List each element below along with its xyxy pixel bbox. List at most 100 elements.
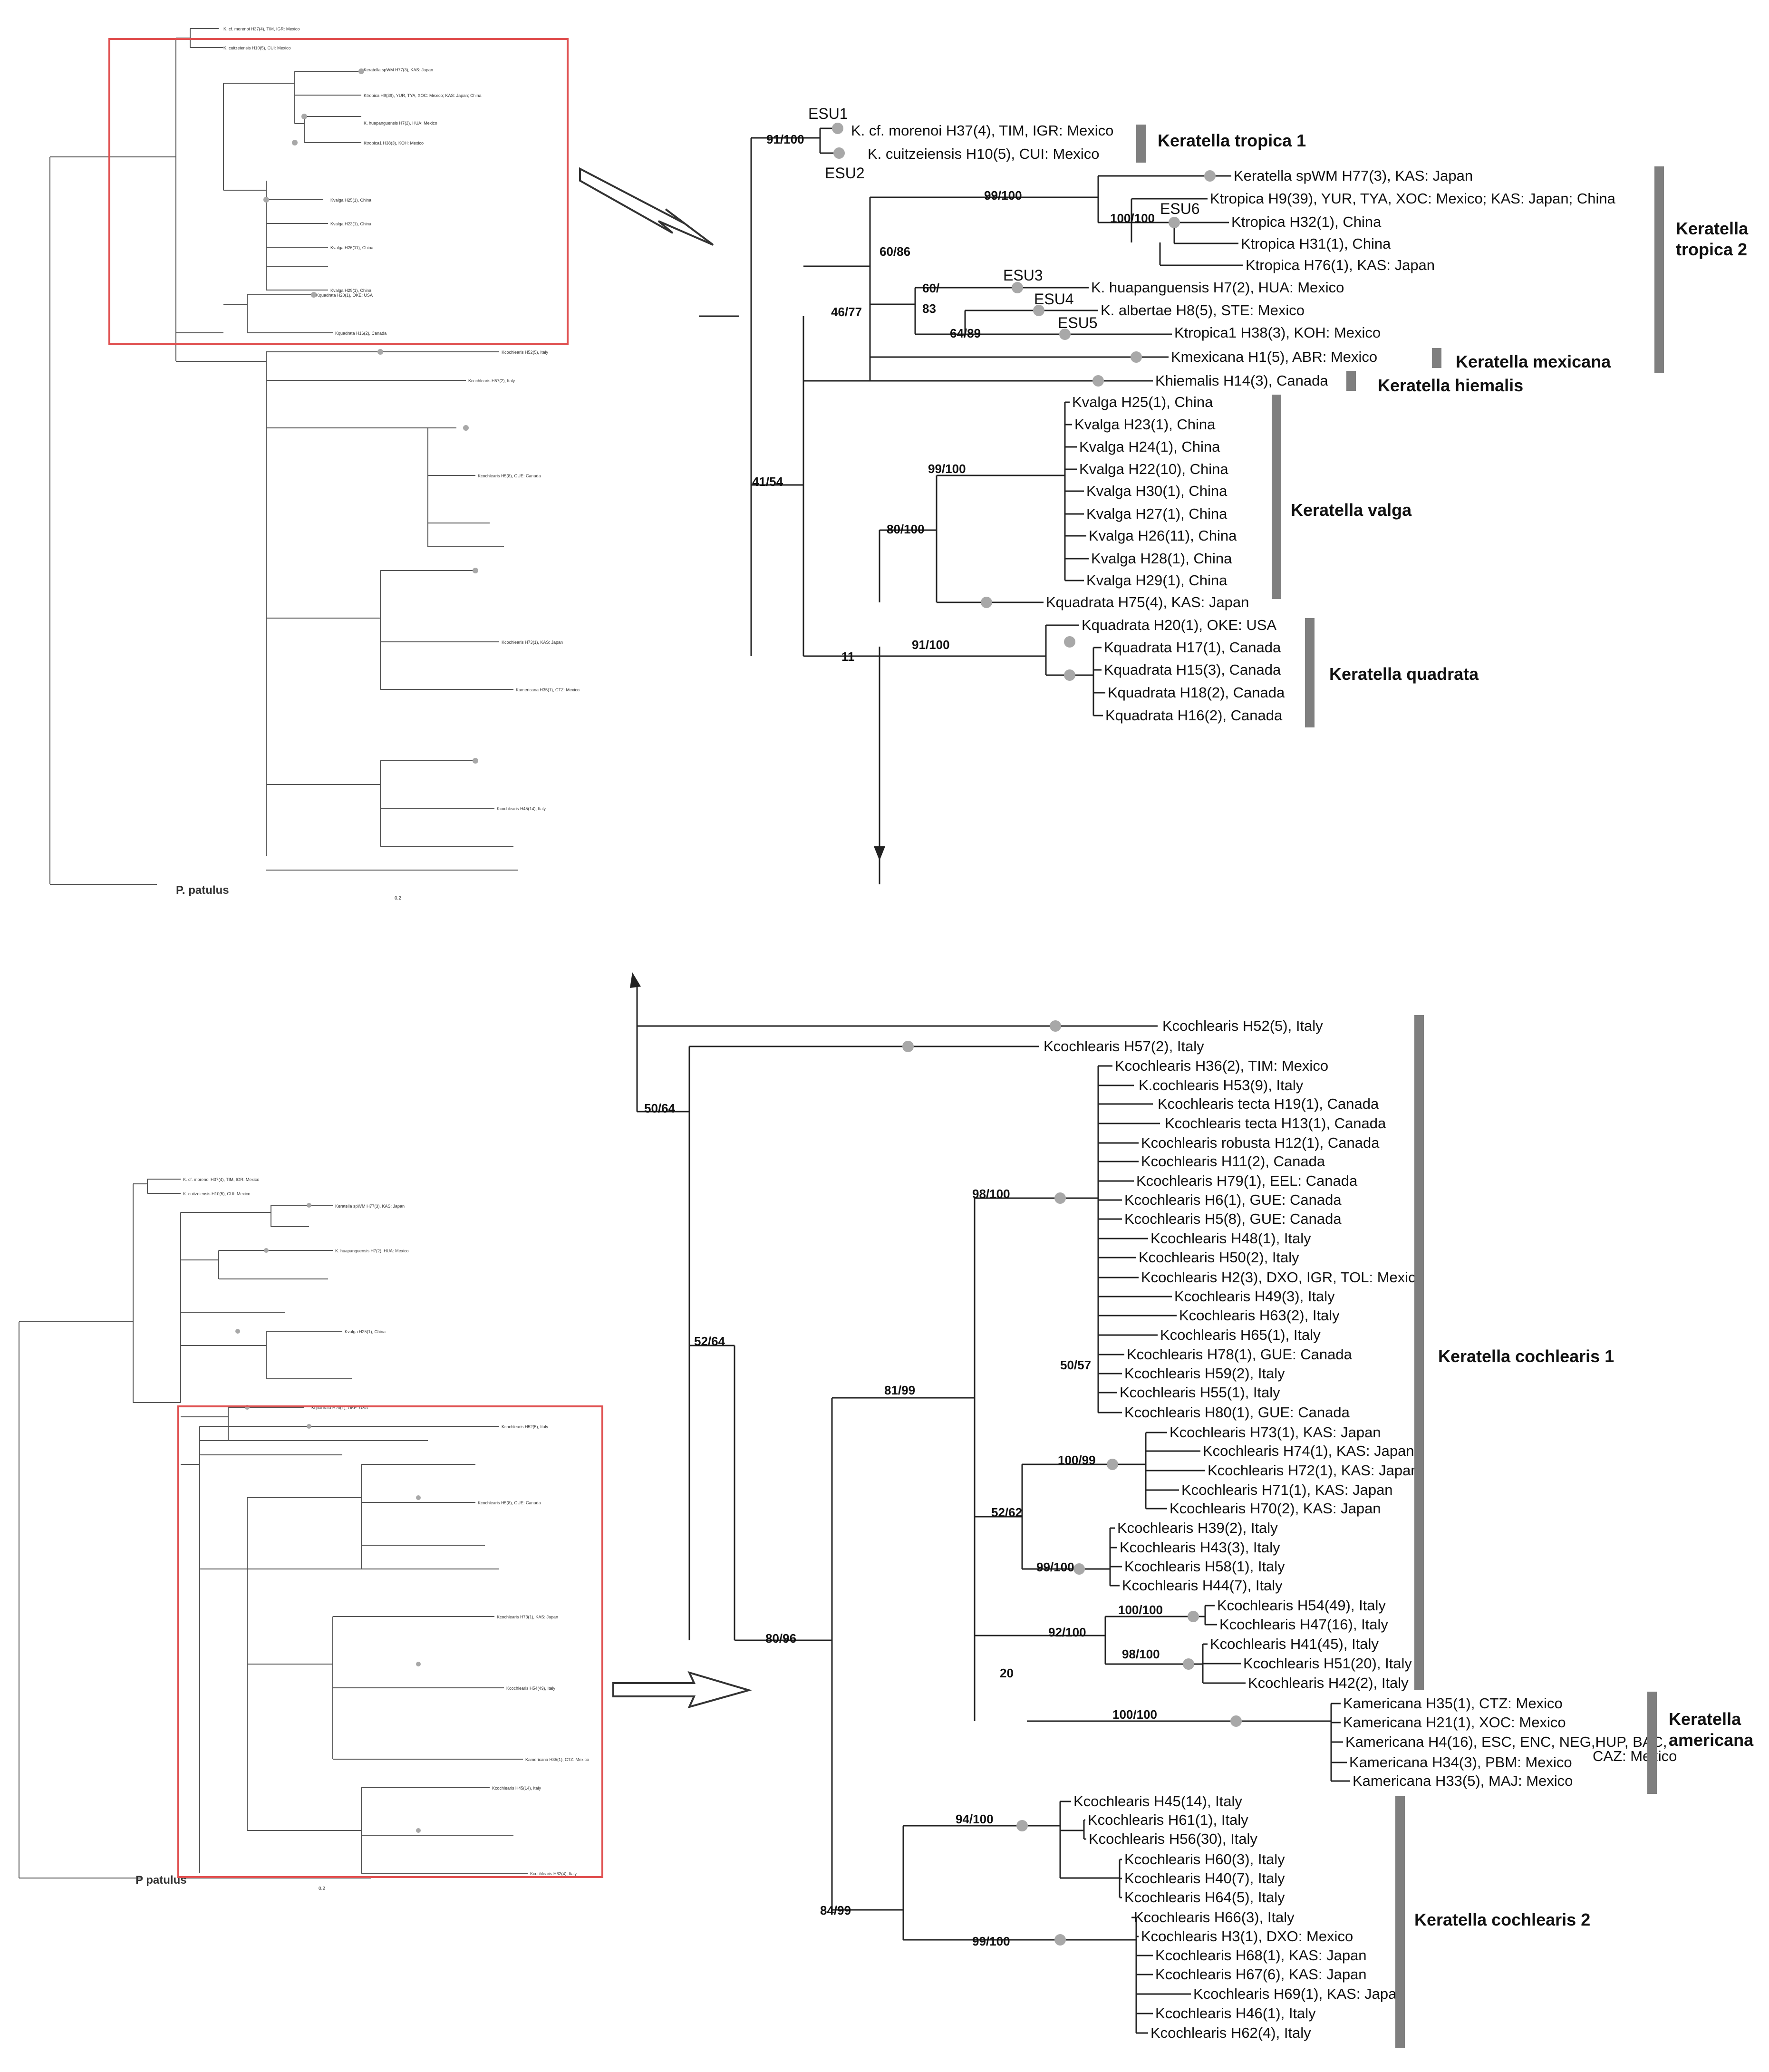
tip-label: Kcochlearis H67(6), KAS: Japan <box>1155 1966 1367 1983</box>
tip-label: Kquadrata H18(2), Canada <box>1108 684 1285 701</box>
tip-label: Kcochlearis H50(2), Italy <box>1139 1249 1299 1266</box>
tip-label: Kcochlearis H65(1), Italy <box>1160 1326 1321 1343</box>
support-value: 91/100 <box>766 132 804 146</box>
tip-label: Kcochlearis H54(49), Italy <box>1217 1597 1386 1614</box>
tip-label: Kquadrata H20(1), OKE: USA <box>1082 617 1276 633</box>
tip-label: Kquadrata H16(2), Canada <box>1105 707 1283 724</box>
support-value: 94/100 <box>956 1812 994 1826</box>
support-value: 46/77 <box>831 305 862 319</box>
scale-label-top: 0.2 <box>395 896 401 901</box>
clade-bar <box>1414 1015 1424 1690</box>
tip-label: Kmexicana H1(5), ABR: Mexico <box>1171 349 1377 365</box>
tip-labels-top: K. cf. morenoi H37(4), TIM, IGR: MexicoK… <box>851 122 1616 724</box>
tip-label: Kcochlearis H58(1), Italy <box>1124 1558 1285 1575</box>
svg-text:K. cuitzeiensis H10(5), CUI: M: K. cuitzeiensis H10(5), CUI: Mexico <box>223 46 291 50</box>
tip-label: Kcochlearis H48(1), Italy <box>1150 1230 1311 1247</box>
svg-text:Kcochlearis H45(14), Italy: Kcochlearis H45(14), Italy <box>497 806 546 811</box>
svg-text:Kamericana H35(1), CTZ: Mexico: Kamericana H35(1), CTZ: Mexico <box>525 1757 589 1762</box>
tip-label: Kcochlearis H78(1), GUE: Canada <box>1127 1346 1353 1363</box>
svg-text:K. huapanguensis H7(2), HUA: M: K. huapanguensis H7(2), HUA: Mexico <box>364 121 437 126</box>
tip-label: Kcochlearis H55(1), Italy <box>1120 1384 1280 1401</box>
support-value: 100/99 <box>1058 1453 1096 1467</box>
tip-label: Kcochlearis H47(16), Italy <box>1219 1616 1388 1633</box>
clade-bar <box>1346 371 1356 391</box>
highlight-box-bottom <box>177 1405 603 1878</box>
tip-label: Kcochlearis H2(3), DXO, IGR, TOL: Mexico <box>1141 1269 1424 1286</box>
overview-tree-bottom: K. cf. morenoi H37(4), TIM, IGR: Mexico … <box>19 1177 603 1891</box>
svg-text:Kcochlearis H73(1), KAS: Japan: Kcochlearis H73(1), KAS: Japan <box>502 640 563 645</box>
tip-label: Kcochlearis H71(1), KAS: Japan <box>1181 1481 1393 1498</box>
clade-bar <box>1647 1692 1657 1794</box>
support-value: 98/100 <box>972 1187 1010 1201</box>
tip-label: Kcochlearis H40(7), Italy <box>1124 1870 1285 1887</box>
clade-label: Keratella cochlearis 1 <box>1438 1346 1614 1366</box>
svg-text:Kvalga H25(1), China: Kvalga H25(1), China <box>345 1329 386 1334</box>
tip-label: Kcochlearis H73(1), KAS: Japan <box>1170 1424 1381 1441</box>
esu-label: ESU1 <box>808 105 848 122</box>
clade-bar <box>1654 166 1664 373</box>
tip-label: Kcochlearis H64(5), Italy <box>1124 1889 1285 1906</box>
tip-label: Kcochlearis H56(30), Italy <box>1089 1830 1257 1847</box>
clade-label: Keratella hiemalis <box>1378 376 1523 395</box>
support-value: 60/ <box>922 281 939 295</box>
clade-bar <box>1432 348 1441 368</box>
svg-text:Kvalga H25(1), China: Kvalga H25(1), China <box>330 198 371 203</box>
svg-text:K. huapanguensis H7(2), HUA: M: K. huapanguensis H7(2), HUA: Mexico <box>335 1249 409 1253</box>
tip-label: K. huapanguensis H7(2), HUA: Mexico <box>1091 279 1344 296</box>
support-value: 100/100 <box>1110 211 1155 225</box>
svg-text:Kvalga H29(1), China: Kvalga H29(1), China <box>330 288 371 293</box>
tip-label: Kcochlearis H3(1), DXO: Mexico <box>1141 1928 1353 1945</box>
tip-label: Kvalga H29(1), China <box>1086 572 1228 589</box>
highlight-box-top <box>108 38 569 345</box>
support-value: 64/89 <box>950 326 981 340</box>
clade-labels-bottom: Keratella cochlearis 1Keratellaamericana… <box>1395 1015 1754 2048</box>
support-value: 80/96 <box>765 1631 796 1646</box>
tip-label: Ktropica H32(1), China <box>1231 213 1382 230</box>
tip-label: Kcochlearis H39(2), Italy <box>1117 1520 1278 1536</box>
tip-label: Kvalga H22(10), China <box>1079 461 1228 477</box>
tip-label: Ktropica H76(1), KAS: Japan <box>1246 257 1435 273</box>
tip-label: Kamericana H33(5), MAJ: Mexico <box>1353 1772 1573 1789</box>
tip-label: Kcochlearis H70(2), KAS: Japan <box>1170 1500 1381 1517</box>
tip-label: Kcochlearis H79(1), EEL: Canada <box>1136 1172 1358 1189</box>
support-value: 52/62 <box>991 1505 1022 1520</box>
tip-label: Kcochlearis tecta H13(1), Canada <box>1165 1115 1386 1132</box>
tip-label: Kcochlearis H49(3), Italy <box>1174 1288 1335 1305</box>
clade-label: Keratella <box>1676 219 1749 238</box>
tip-label: Kquadrata H75(4), KAS: Japan <box>1046 594 1249 610</box>
svg-text:Kcochlearis H73(1), KAS: Japan: Kcochlearis H73(1), KAS: Japan <box>497 1615 558 1619</box>
tip-label: Kcochlearis H43(3), Italy <box>1120 1539 1280 1556</box>
arrow-up <box>630 972 641 1112</box>
clade-label: americana <box>1669 1730 1754 1750</box>
esu-label: ESU3 <box>1003 267 1043 284</box>
svg-text:Kquadrata H16(2), Canada: Kquadrata H16(2), Canada <box>335 331 387 336</box>
support-value: 50/57 <box>1060 1358 1091 1372</box>
svg-text:Kamericana H35(1), CTZ: Mexico: Kamericana H35(1), CTZ: Mexico <box>516 687 580 692</box>
clade-bar <box>1136 125 1146 163</box>
tip-label: Kquadrata H17(1), Canada <box>1104 639 1281 656</box>
tip-label: Kvalga H24(1), China <box>1079 438 1220 455</box>
tip-label: Kvalga H30(1), China <box>1086 483 1228 499</box>
tip-label: Kcochlearis H63(2), Italy <box>1179 1307 1340 1324</box>
scale-label-bottom: 0.2 <box>319 1886 325 1891</box>
support-value: 80/100 <box>887 522 925 536</box>
support-value: 100/100 <box>1118 1603 1163 1617</box>
tip-label: Kamericana H21(1), XOC: Mexico <box>1343 1714 1566 1731</box>
tip-label: Kcochlearis H57(2), Italy <box>1044 1038 1204 1055</box>
tip-label: K. albertae H8(5), STE: Mexico <box>1101 302 1305 319</box>
tip-label: K.cochlearis H53(9), Italy <box>1139 1077 1304 1094</box>
tip-label: Kcochlearis H51(20), Italy <box>1243 1655 1412 1672</box>
esu-label: ESU6 <box>1160 200 1200 217</box>
support-value: 81/99 <box>884 1383 915 1397</box>
tip-label: Khiemalis H14(3), Canada <box>1155 372 1328 389</box>
support-value: 100/100 <box>1112 1707 1157 1722</box>
tip-label: Kcochlearis H61(1), Italy <box>1088 1811 1248 1828</box>
svg-text:K. cf. morenoi H37(4), TIM, IG: K. cf. morenoi H37(4), TIM, IGR: Mexico <box>183 1177 259 1182</box>
clade-bar <box>1395 1796 1405 2048</box>
svg-text:Kvalga H23(1), China: Kvalga H23(1), China <box>330 222 371 226</box>
